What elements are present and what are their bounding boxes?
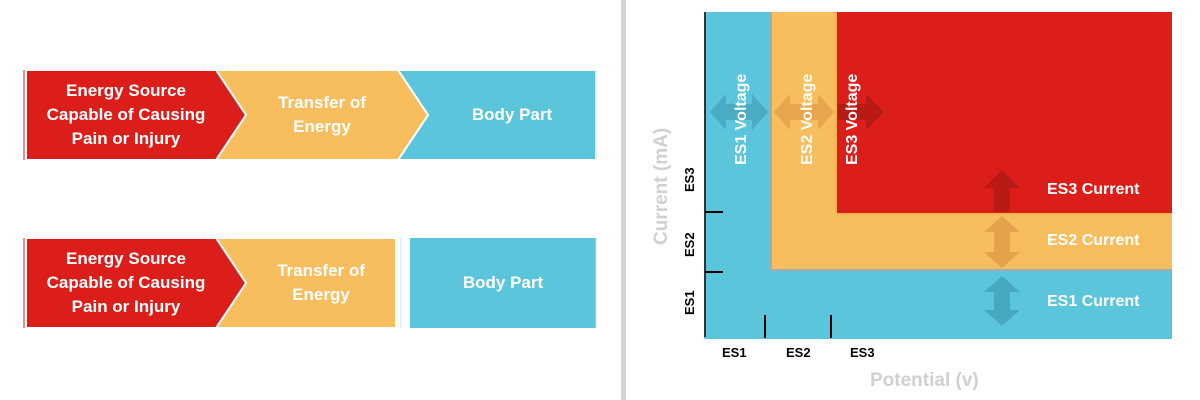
es2-current-label: ES2 Current (1047, 232, 1140, 249)
es3-current-arrow-icon (984, 170, 1020, 212)
y-tick-es2: ES2 (682, 232, 697, 257)
transfer-line-2: Energy (293, 117, 351, 136)
transfer-line-1: Transfer of (278, 93, 366, 112)
x-axis-title: Potential (v) (870, 370, 979, 391)
es3-voltage-label: ES3 Voltage (844, 74, 861, 165)
body-part-box: Body Part (428, 70, 596, 160)
flow-top-shapes (23, 69, 597, 161)
y-tick-es1: ES1 (682, 290, 697, 315)
source-line-1: Energy Source (66, 81, 186, 100)
es1-voltage-label: ES1 Voltage (733, 74, 750, 165)
source-line-1: Energy Source (66, 249, 186, 268)
es2-current-arrow-icon (984, 216, 1020, 268)
flow-bottom-shapes (23, 237, 597, 329)
y-tick-es3: ES3 (682, 167, 697, 192)
y-axis-title: Current (mA) (651, 128, 672, 245)
body-part-box: Body Part (410, 238, 596, 328)
es3-voltage-arrow-icon (838, 94, 884, 130)
es2-voltage-arrow-icon (774, 94, 834, 130)
transfer-box: Transfer of Energy (246, 238, 396, 328)
x-tick-es2: ES2 (786, 345, 811, 360)
transfer-line-1: Transfer of (277, 261, 365, 280)
es2-voltage-label: ES2 Voltage (799, 74, 816, 165)
transfer-box: Transfer of Energy (246, 70, 398, 160)
transfer-line-2: Energy (292, 285, 350, 304)
x-tick-es3: ES3 (850, 345, 875, 360)
es3-current-label: ES3 Current (1047, 181, 1140, 198)
source-line-2: Capable of Causing (46, 273, 206, 292)
es1-voltage-arrow-icon (710, 94, 768, 130)
source-line-2: Capable of Causing (46, 105, 206, 124)
source-line-3: Pain or Injury (71, 297, 181, 316)
source-line-3: Pain or Injury (71, 129, 181, 148)
body-part-label: Body Part (462, 273, 544, 292)
es1-current-arrow-icon (984, 276, 1020, 326)
es1-current-label: ES1 Current (1047, 293, 1140, 310)
x-tick-es1: ES1 (722, 345, 747, 360)
vertical-divider (621, 0, 626, 400)
body-part-label: Body Part (471, 105, 553, 124)
